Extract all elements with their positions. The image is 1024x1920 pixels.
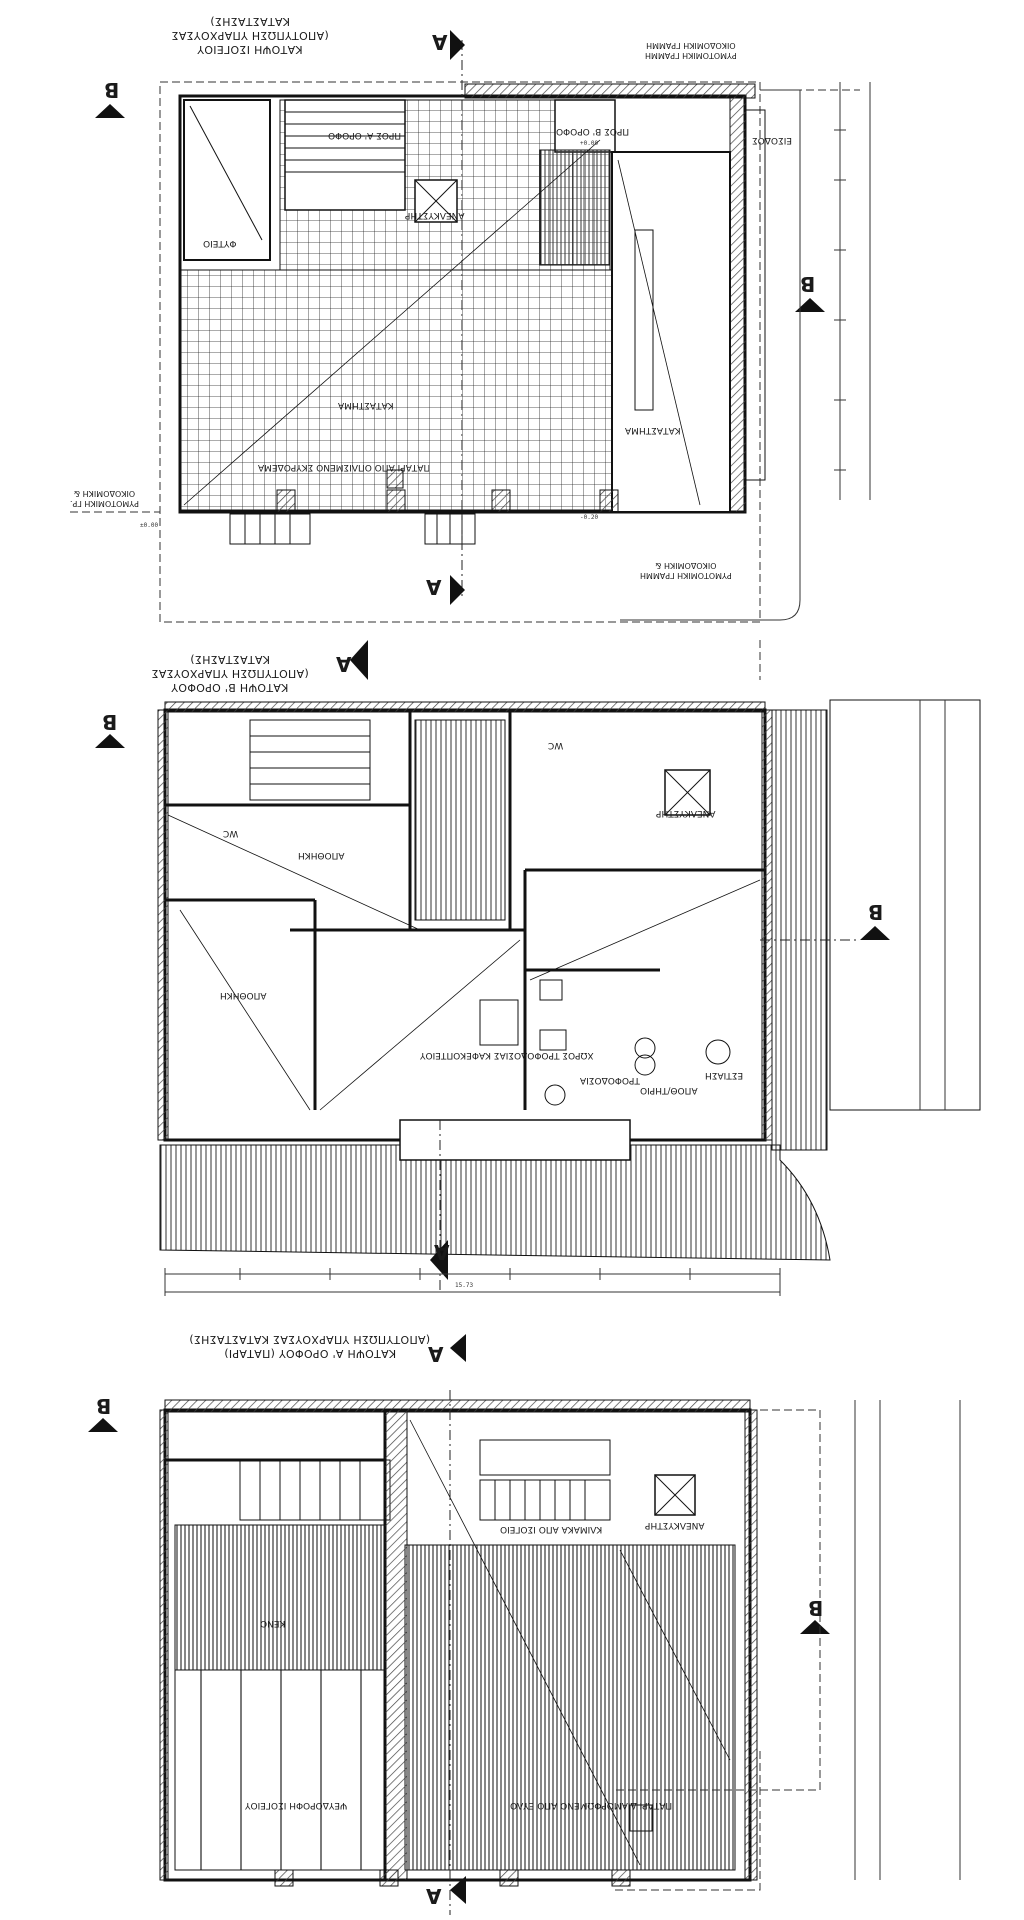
second-plan-title-line2: (ΑΠΟΤΥΠΩΣΗ ΥΠΑΡΧΟΥΣΑΣ ΚΑΤΑΣΤΑΣΗΣ) [151,653,309,680]
first-floor-plan: (ΑΠΟΤΥΠΩΣΗ ΥΠΑΡΧΟΥΣΑΣ ΚΑΤΑΣΤΑΣΗΣ) ΚΑΤΟΨΗ… [0,1300,1024,1920]
first-plan-title-line1: ΚΑΤΟΨΗ Α' ΟΡΟΦΟΥ (ΠΑΤΑΡΙ) [223,1347,397,1360]
room-mezzanine: ΠΑΤΑΡΙ ΑΠΟ ΟΠΛΙΣΜΕΝΟ ΣΚΥΡΟΔΕΜΑ [258,462,431,472]
ground-plan-title-line2: (ΑΠΟΤΥΠΩΣΗ ΥΠΑΡΧΟΥΣΑΣ ΚΑΤΑΣΤΑΣΗΣ) [171,15,329,42]
room-entrance: ΕΙΣΟΔΟΣ [752,135,793,145]
section-mark-a-second-top: A [336,652,352,676]
room-stair-ground: ΚΛΙΜΑΚΑ ΑΠΟ ΙΣΟΓΕΙΟ [500,1524,603,1534]
ground-floor-drawing [70,30,871,623]
room-stairs-first: ΠΡΟΣ Α' ΟΡΟΦΟ [328,130,402,140]
level-mark-1: ±0.00 [140,522,159,529]
level-mark-2: -0.20 [580,514,599,521]
section-mark-b-left: B [104,78,120,102]
first-plan-title-line2: (ΑΠΟΤΥΠΩΣΗ ΥΠΑΡΧΟΥΣΑΣ ΚΑΤΑΣΤΑΣΗΣ) [189,1333,431,1346]
room-dining: ΕΣΤΙΑΣΗ [705,1070,744,1080]
room-elevator-second: ΑΝΕΛΚΥΣΤΗΡ [656,808,716,818]
room-void: ΚΕΝΟ [260,1618,286,1628]
room-planter: ΦΥΤΕΙΟ [203,238,237,248]
room-void-ground: ΨΕΥΔΟΡΟΦΗ ΙΣΟΓΕΙΟΥ [245,1800,348,1810]
room-elevator-first: ΑΝΕΛΚΥΣΤΗΡ [645,1520,705,1530]
second-floor-drawing [95,640,981,1296]
note-building-line-left: ΡΥΜΟΤΟΜΙΚΗ ΓΡ.ΟΙΚΟΔΟΜΙΚΗ & [70,489,139,508]
section-mark-b-right: B [800,272,816,296]
room-elevator: ΑΝΕΛΚΥΣΤΗΡ [405,210,465,220]
total-dimension-second: 15.73 [455,1282,474,1289]
second-plan-title-line1: ΚΑΤΟΨΗ Β' ΟΡΟΦΟΥ [171,681,289,694]
section-mark-b-first-right: B [808,1596,824,1620]
room-storage-b: ΑΠΟΘΗΚΗ [220,990,267,1000]
section-mark-a-top: A [432,30,448,54]
section-mark-a-second-bottom: A [434,1240,450,1264]
first-plan-title: (ΑΠΟΤΥΠΩΣΗ ΥΠΑΡΧΟΥΣΑΣ ΚΑΤΑΣΤΑΣΗΣ) ΚΑΤΟΨΗ… [180,1332,440,1360]
room-wc-a: WC [223,828,239,838]
ground-plan-title-line1: ΚΑΤΟΨΗ ΙΣΟΓΕΙΟΥ [197,43,303,56]
section-mark-b-second-right: B [868,900,884,924]
room-stairs-second: ΠΡΟΣ Β' ΟΡΟΦΟ [556,126,630,136]
room-storage-a: ΑΠΟΘΗΚΗ [298,850,345,860]
section-mark-a-first-top: A [428,1342,444,1366]
section-mark-a-first-bottom: A [426,1884,442,1908]
room-store-main: ΚΑΤΑΣΤΗΜΑ [338,400,394,410]
first-floor-drawing [88,1334,961,1915]
section-mark-b-second-left: B [102,710,118,734]
ground-floor-plan: (ΑΠΟΤΥΠΩΣΗ ΥΠΑΡΧΟΥΣΑΣ ΚΑΤΑΣΤΑΣΗΣ) ΚΑΤΟΨΗ… [0,0,1024,640]
room-cafe: ΧΩΡΟΣ ΤΡΟΦΟΔΟΣΙΑΣ ΚΑΦΕΚΟΠΤΕΙΟΥ [420,1050,594,1060]
room-wc-b: WC [548,740,564,750]
section-mark-b-first-left: B [96,1394,112,1418]
section-mark-a-bottom: A [426,575,442,599]
room-loft: ΠΑΤΑΡΙ ΔΙΑΜΟΡΦΩΜΕΝΟ ΑΠΟ ΞΥΛΟ [510,1800,673,1810]
second-plan-title: (ΑΠΟΤΥΠΩΣΗ ΥΠΑΡΧΟΥΣΑΣ ΚΑΤΑΣΤΑΣΗΣ) ΚΑΤΟΨΗ… [110,652,350,694]
level-mark-3: +0.00 [580,140,599,147]
second-floor-plan: (ΑΠΟΤΥΠΩΣΗ ΥΠΑΡΧΟΥΣΑΣ ΚΑΤΑΣΤΑΣΗΣ) ΚΑΤΟΨΗ… [0,640,1024,1300]
room-store-right: ΚΑΤΑΣΤΗΜΑ [625,425,681,435]
room-server: ΑΠΟΘ/ΤΗΡΙΟ [640,1085,698,1095]
room-supply: ΤΡΟΦΟΔΟΣΙΑ [580,1075,640,1085]
ground-plan-title: (ΑΠΟΤΥΠΩΣΗ ΥΠΑΡΧΟΥΣΑΣ ΚΑΤΑΣΤΑΣΗΣ) ΚΑΤΟΨΗ… [130,14,370,56]
